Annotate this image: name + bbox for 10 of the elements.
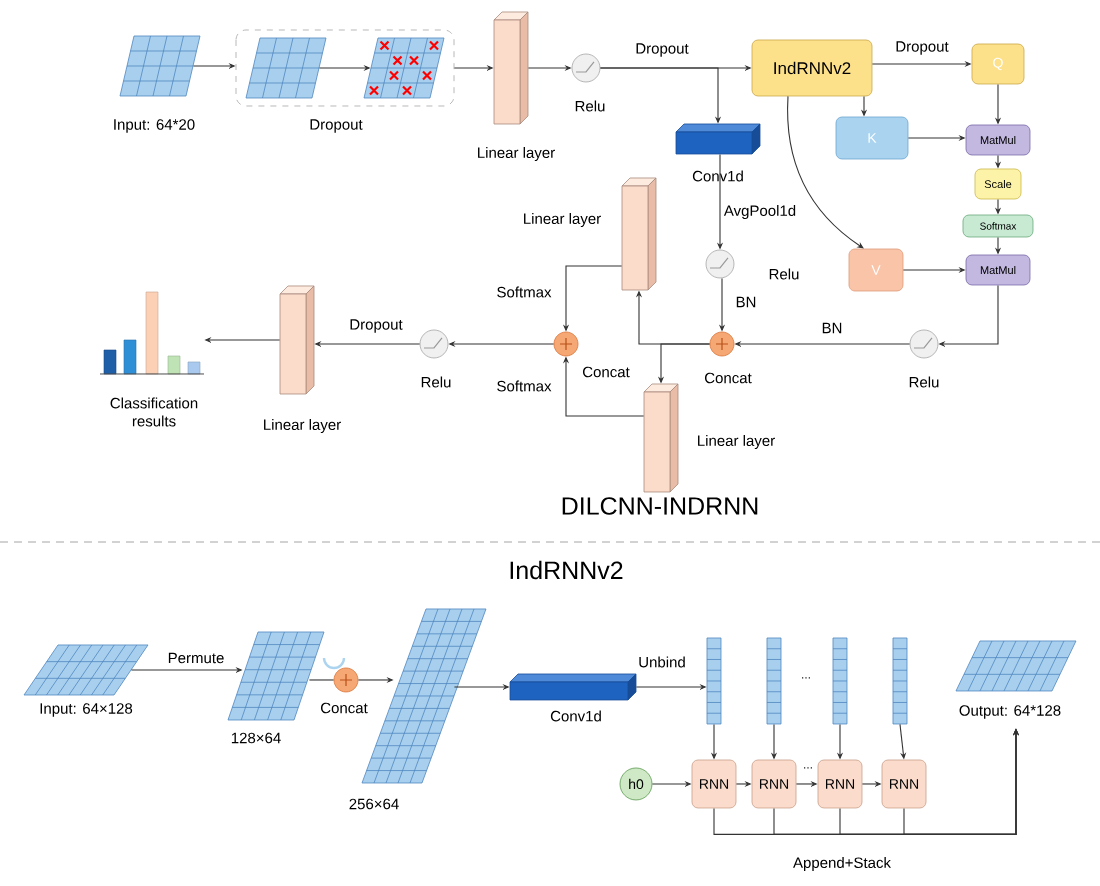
process-box: IndRNNv2 (751, 39, 873, 97)
matrix-grid (363, 37, 445, 99)
vector-column (766, 637, 782, 725)
vector-column (706, 637, 722, 725)
connector-line (308, 679, 335, 681)
arrow (787, 95, 864, 249)
vector-column (892, 637, 908, 725)
matrix-grid (245, 37, 327, 99)
section-title: IndRNNv2 (510, 560, 623, 580)
vector-column (832, 637, 848, 725)
